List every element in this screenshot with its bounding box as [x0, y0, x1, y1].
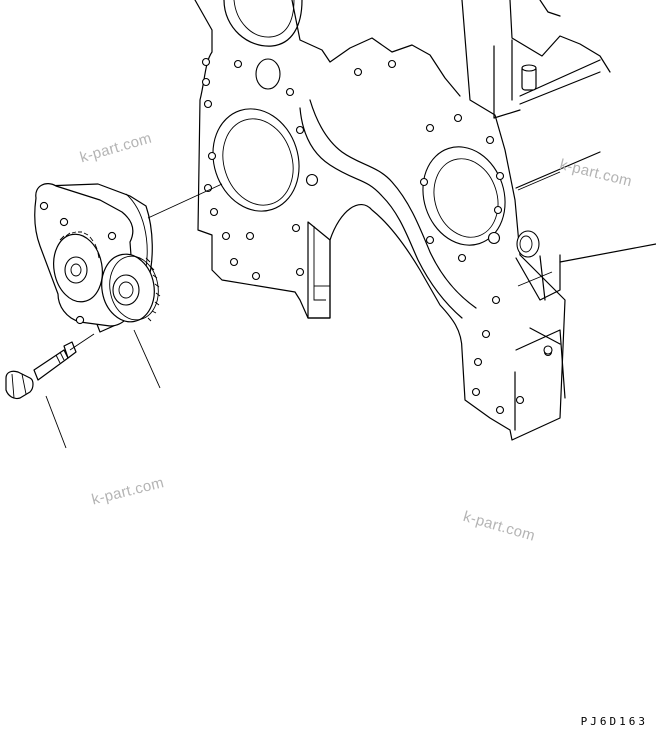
driven-gear	[101, 253, 161, 323]
leader-lines	[45, 171, 561, 449]
front-cover-plate	[194, 0, 566, 441]
engine-block	[493, 0, 656, 431]
drive-gear	[53, 231, 103, 303]
drawing-code: PJ6D163	[580, 715, 648, 728]
mounting-bolt	[5, 341, 77, 400]
oil-pump-assembly	[34, 183, 161, 333]
